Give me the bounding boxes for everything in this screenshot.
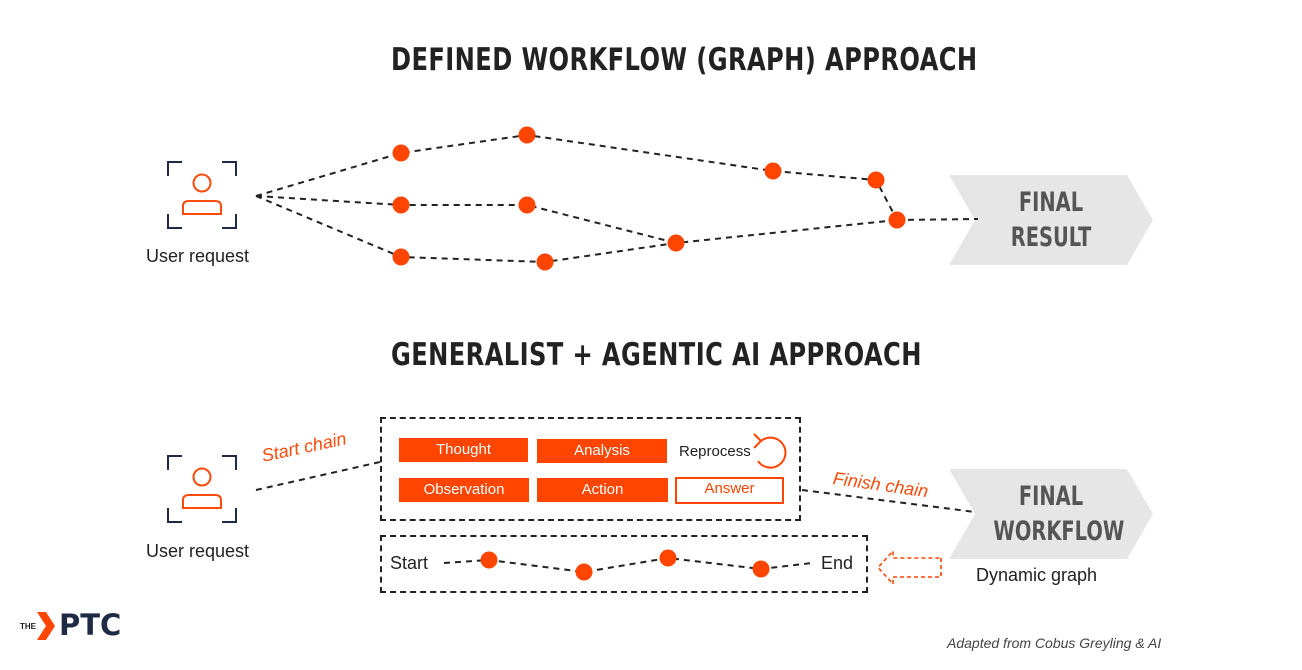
ptc-logo-chevron <box>37 612 55 640</box>
dynamic-graph-label: Dynamic graph <box>976 565 1098 585</box>
workflow-graph-nodes <box>392 126 906 271</box>
graph-node <box>575 563 593 581</box>
observation-chip: Observation <box>399 478 529 502</box>
answer-chip: Answer <box>675 477 784 504</box>
graph-node <box>392 196 410 214</box>
agent-chain-box: Thought Analysis Reprocess Observation A… <box>380 417 801 521</box>
dynamic-graph-nodes <box>480 549 770 581</box>
ptc-logo-text: PTC <box>59 608 122 642</box>
graph-node <box>536 253 554 271</box>
graph-node <box>518 196 536 214</box>
ptc-logo-small-text: THE <box>20 622 36 631</box>
graph-node <box>392 248 410 266</box>
user-request-icon <box>167 161 237 229</box>
graph-node <box>867 171 885 189</box>
user-request-label: User request <box>146 246 250 266</box>
graph-node <box>659 549 677 567</box>
workflow-graph-edges <box>255 133 979 264</box>
reprocess-label: Reprocess <box>679 443 751 460</box>
graph-node <box>752 560 770 578</box>
graph-end-label: End <box>821 553 854 573</box>
graph-node <box>392 144 410 162</box>
final-workflow-arrow <box>949 469 1153 559</box>
graph-start-label: Start <box>390 553 429 573</box>
analysis-chip: Analysis <box>537 439 667 463</box>
graph-node <box>764 162 782 180</box>
action-chip: Action <box>537 478 668 502</box>
final-result-text: FINAL RESULT <box>1010 187 1092 253</box>
final-workflow-text: FINAL WORKFLOW <box>993 481 1125 547</box>
graph-node <box>518 126 536 144</box>
feedback-arrow-icon <box>876 548 942 587</box>
graph-node <box>888 211 906 229</box>
graph-node <box>480 551 498 569</box>
user-request-label-bottom: User request <box>146 541 250 561</box>
bottom-section-title: GENERALIST + AGENTIC AI APPROACH <box>391 337 922 373</box>
reprocess-loop-icon <box>753 433 787 469</box>
user-request-icon-bottom <box>167 455 237 523</box>
graph-node <box>667 234 685 252</box>
final-result-arrow <box>949 175 1153 265</box>
thought-chip: Thought <box>399 438 528 462</box>
dynamic-graph-box: Start End <box>380 535 868 593</box>
credit-text: Adapted from Cobus Greyling & AI <box>947 635 1162 651</box>
